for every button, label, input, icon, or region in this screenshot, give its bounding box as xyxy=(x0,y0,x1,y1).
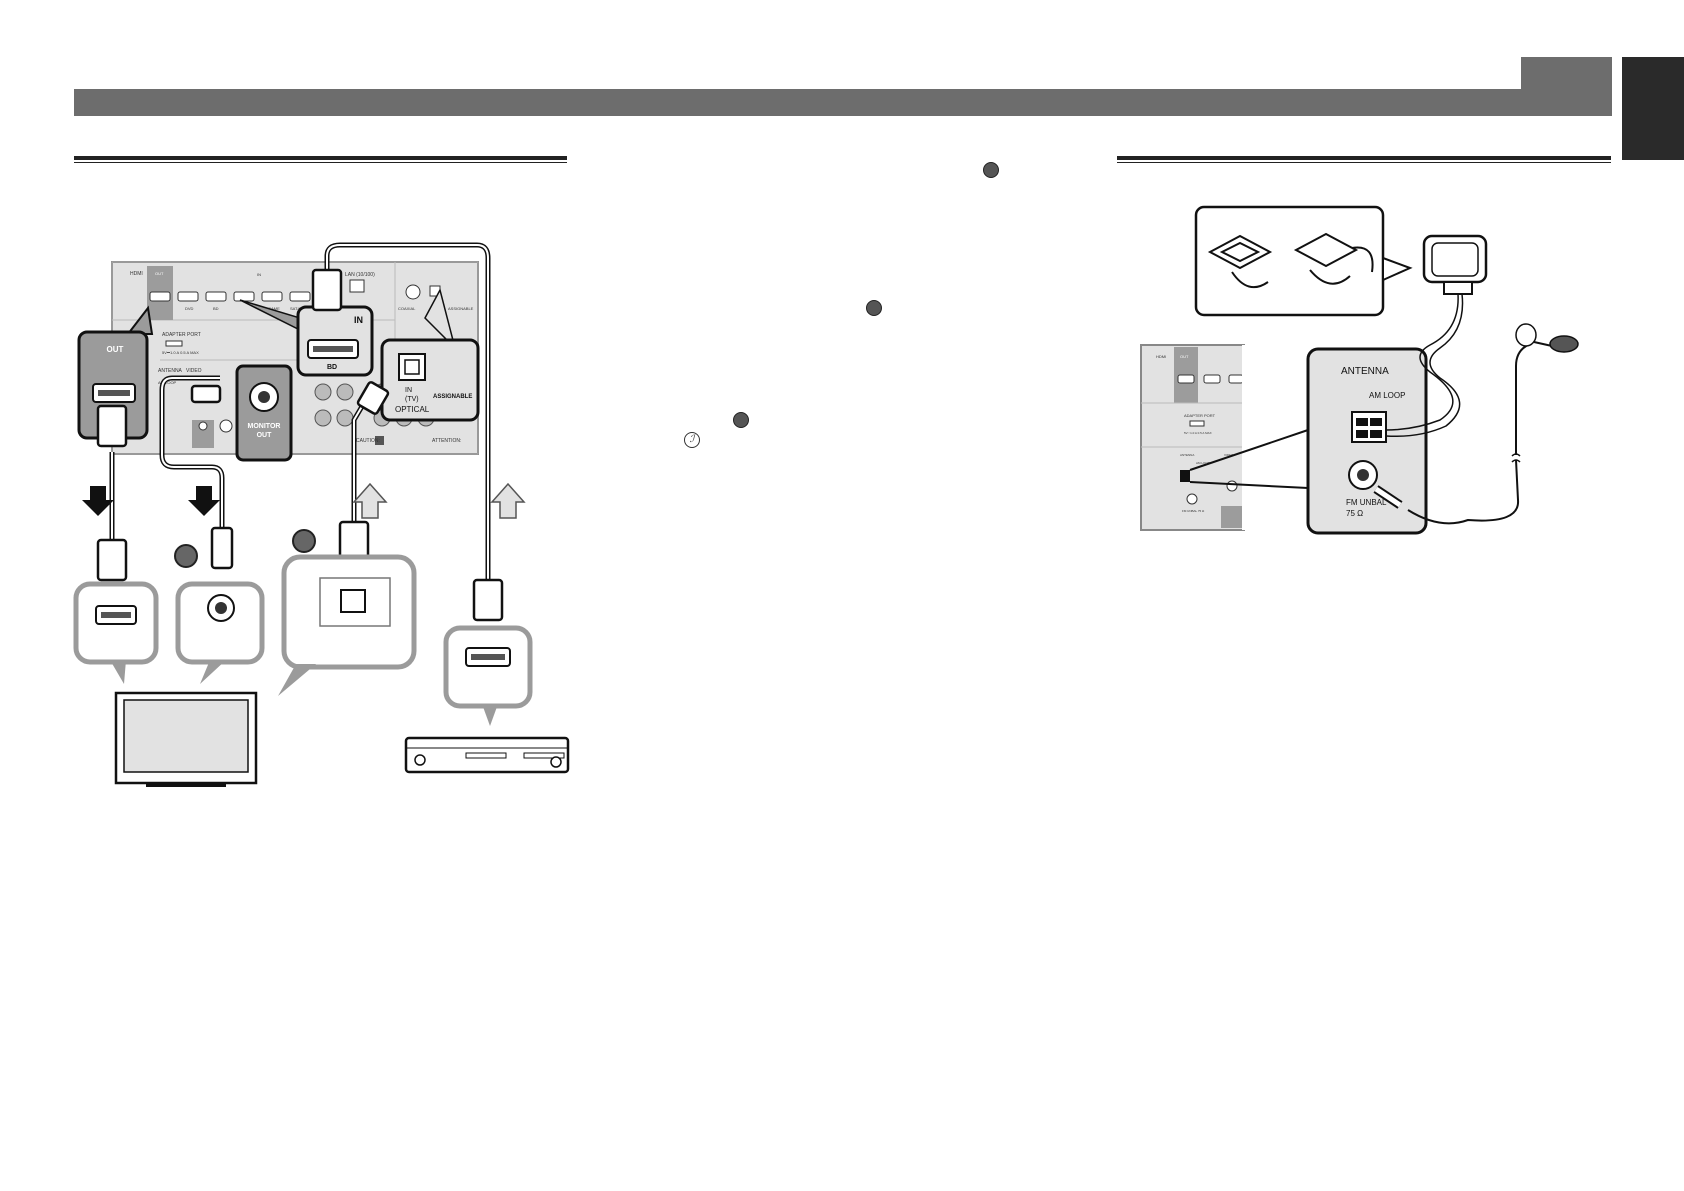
optical-in-label: IN xyxy=(405,387,412,394)
hdmi-port-small xyxy=(149,291,171,302)
bullet-icon xyxy=(866,300,882,316)
note-icon: ℐ xyxy=(684,432,700,448)
am-loop-small-label: AM LOOP xyxy=(158,380,177,385)
arrow-up-icon xyxy=(352,482,388,519)
hdmi-plug xyxy=(472,578,504,622)
header-bar xyxy=(74,89,1612,116)
chapter-tab xyxy=(1622,57,1684,160)
attention-label: ATTENTION: xyxy=(432,438,461,444)
arrow-down-icon xyxy=(82,486,114,516)
hdmi-out-label: OUT xyxy=(107,345,124,354)
video-small-right: VIDEO xyxy=(1224,453,1234,457)
game-small-label: GAME xyxy=(268,306,280,311)
sat-small-label: SAT/CBL xyxy=(290,306,307,311)
am-loop-small-right: AM LOOP xyxy=(1196,461,1210,465)
rca-plug xyxy=(190,384,222,404)
bullet-icon xyxy=(983,162,999,178)
in-small-label: IN xyxy=(257,272,261,277)
assignable-label: ASSIGNABLE xyxy=(433,394,472,400)
video-small-label: VIDEO xyxy=(186,368,202,374)
hdmi-small-right: HDMI xyxy=(1156,354,1166,359)
hdmi-port-small xyxy=(205,291,227,302)
adapter-port-label: ADAPTER PORT xyxy=(162,332,201,338)
hdmi-plug xyxy=(96,404,128,448)
am-loop-assembly-callout xyxy=(1194,205,1385,317)
coaxial-small-label: COAXIAL xyxy=(398,306,416,311)
adapter-port-small-right: ADAPTER PORT xyxy=(1184,413,1216,418)
page-number-tab xyxy=(1521,57,1612,91)
monitor-out-label-1: MONITOR xyxy=(248,423,281,430)
lan-label: LAN (10/100) xyxy=(345,272,375,278)
out-small-right: OUT xyxy=(1180,354,1189,359)
fm-wire-antenna-icon xyxy=(1549,335,1579,353)
antenna-small-label: ANTENNA xyxy=(158,368,183,374)
fm-small-right: FM UNBAL 75 Ω xyxy=(1182,509,1205,513)
hdmi-in-label: IN xyxy=(354,315,363,325)
hdmi-plug xyxy=(96,538,128,582)
fm-unbal-label: FM UNBAL xyxy=(1346,498,1387,507)
tv-bd-connection-diagram: HDMI OUT IN DVD BD GAME SAT/CBL LAN (10/… xyxy=(73,242,570,787)
fm-ohm-label: 75 Ω xyxy=(1346,509,1363,518)
step-marker xyxy=(292,529,316,553)
step-marker xyxy=(174,544,198,568)
hdmi-plug xyxy=(311,268,343,312)
optical-plug xyxy=(338,520,370,560)
optical-plug xyxy=(356,381,390,415)
monitor-out-label-2: OUT xyxy=(257,432,273,439)
bd-small-label: BD xyxy=(213,306,219,311)
hdmi-port-small xyxy=(261,291,283,302)
section-rule-right xyxy=(1117,156,1611,163)
antenna-small-right: ANTENNA xyxy=(1180,453,1194,457)
antenna-label: ANTENNA xyxy=(1341,366,1389,377)
bd-label: BD xyxy=(327,364,337,371)
hdmi-port-small xyxy=(177,291,199,302)
hdmi-port-small xyxy=(289,291,311,302)
hdmi-small-label: HDMI xyxy=(130,271,143,277)
adapter-sub-right: 5V⎓1.0 A 0.5 A MAX xyxy=(1184,431,1212,435)
assignable-small-label: ASSIGNABLE xyxy=(448,306,474,311)
antenna-connection-diagram: HDMI OUT ADAPTER PORT 5V⎓1.0 A 0.5 A MAX… xyxy=(1140,205,1579,535)
bullet-icon xyxy=(733,412,749,428)
hdmi-port-small xyxy=(233,291,255,302)
out-small-label: OUT xyxy=(155,271,164,276)
section-rule-left xyxy=(74,156,567,163)
monitor-out-callout xyxy=(235,364,293,462)
am-loop-label: AM LOOP xyxy=(1369,391,1405,400)
adapter-port-sub: 5V⎓1.0 A 0.5 A MAX xyxy=(162,350,199,355)
caution-label: CAUTION: xyxy=(356,438,380,444)
arrow-up-icon xyxy=(490,482,526,519)
optical-tv-label: (TV) xyxy=(405,396,419,403)
arrow-down-icon xyxy=(188,486,220,516)
dvd-small-label: DVD xyxy=(185,306,194,311)
optical-label: OPTICAL xyxy=(395,405,430,414)
rca-plug xyxy=(210,526,234,570)
